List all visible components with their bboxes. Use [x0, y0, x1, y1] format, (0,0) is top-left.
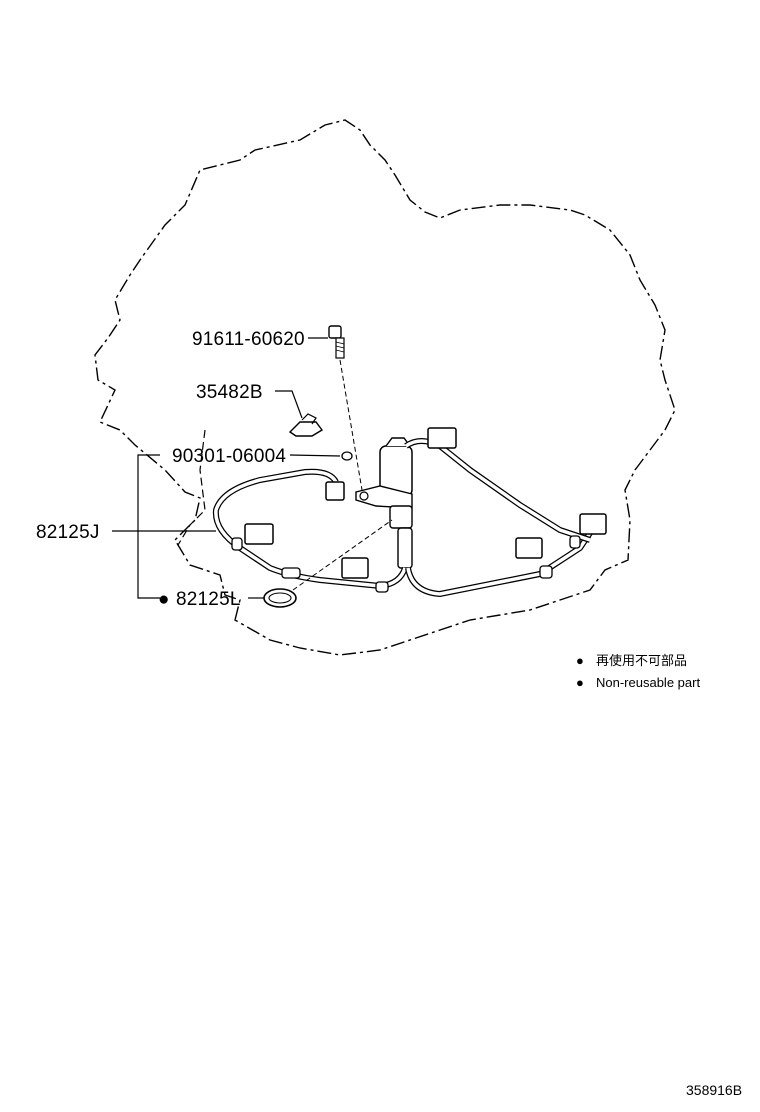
bolt-icon: [328, 325, 345, 359]
legend-text-ja: 再使用不可部品: [596, 653, 687, 668]
part-number-label: 82125L: [176, 589, 241, 610]
pin-icon: [341, 451, 353, 461]
assembly-guide-line: [292, 519, 393, 591]
legend-mark: ●: [576, 653, 584, 668]
part-number-label: 91611-60620: [192, 329, 305, 350]
grommet-icon: [231, 535, 581, 593]
part-number-label: 90301-06004: [172, 446, 286, 467]
non-reusable-mark: ●: [158, 589, 170, 610]
speed-sensor-icon: [355, 437, 413, 569]
legend-text-en: Non-reusable part: [596, 675, 700, 690]
clip-icon: [288, 413, 324, 437]
transmission-housing-outline: [94, 119, 676, 656]
connector-icon: [244, 427, 607, 579]
assembly-guide-line: [339, 359, 363, 491]
part-number-label: 35482B: [196, 382, 263, 403]
leader-lines: [112, 337, 341, 599]
housing-inner-contour: [177, 429, 206, 546]
part-number-label: 82125J: [36, 522, 100, 543]
legend-mark: ●: [576, 675, 584, 690]
o-ring-icon: [263, 588, 297, 608]
reference-number: 358916B: [686, 1082, 742, 1098]
